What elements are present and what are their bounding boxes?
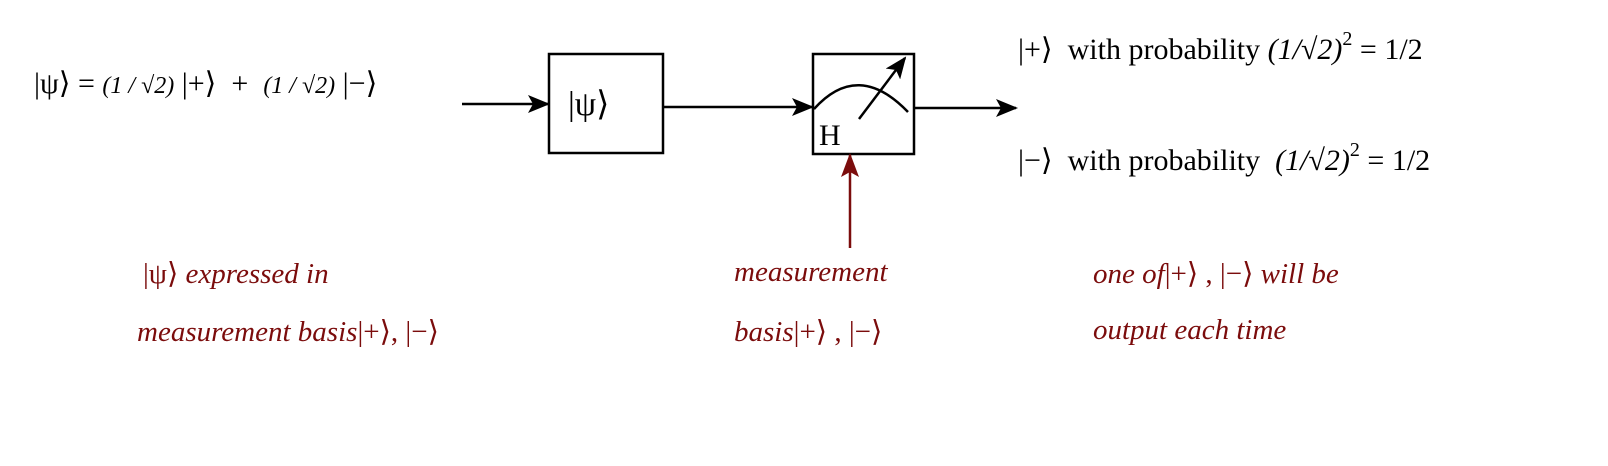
state-box [547,52,665,155]
outcome-text: with probability [1067,33,1261,66]
psi-ket: |ψ⟩ [143,258,179,290]
annotation-left-line1: |ψ⟩ expressed in [143,256,329,291]
basis-kets: |+⟩, |−⟩ [357,316,439,348]
coefficient-minus: (1 / √2) [263,73,336,99]
ket-plus: |+⟩ [181,67,217,100]
annotation-middle-line2: basis|+⟩ , |−⟩ [734,314,882,349]
annotation-text: basis [734,316,794,348]
annotation-text: will be [1260,258,1339,290]
outcome-exponent: 2 [1342,28,1353,50]
input-equation: |ψ⟩ = (1 / √2) |+⟩ + (1 / √2) |−⟩ [34,66,377,101]
annotation-right-line1: one of|+⟩ , |−⟩ will be [1093,256,1339,291]
meter-icon [813,56,909,120]
outcome-amplitude: (1/√2) [1275,144,1350,177]
outcome-ket: |+⟩ [1018,33,1053,66]
outcome-exponent: 2 [1349,139,1360,161]
coefficient-plus: (1 / √2) [102,73,175,99]
outcome-amplitude: (1/√2) [1267,33,1343,66]
basis-kets: |+⟩ , |−⟩ [793,316,883,348]
annotation-text: expressed in [185,258,329,290]
annotation-text: one of [1093,258,1165,290]
outcome-minus: |−⟩ with probability (1/√2)2 = 1/2 [1018,140,1431,178]
state-box-label: |ψ⟩ [568,86,610,123]
annotation-left-line2: measurement basis|+⟩, |−⟩ [137,314,439,349]
outcome-plus: |+⟩ with probability (1/√2)2 = 1/2 [1018,29,1423,67]
annotation-right-line2: output each time [1093,314,1287,346]
basis-kets: |+⟩ , |−⟩ [1164,258,1254,290]
annotation-text: measurement basis [137,316,358,348]
plus-sign: + [231,67,249,100]
outcome-text: with probability [1067,144,1261,177]
annotation-middle-line1: measurement [734,256,888,288]
measurement-box [811,52,916,156]
ket-minus: |−⟩ [342,67,378,100]
outcome-result: = 1/2 [1359,33,1423,66]
equation-lhs: |ψ⟩ = [34,67,95,100]
outcome-result: = 1/2 [1367,144,1431,177]
measurement-box-label: H [819,119,841,152]
outcome-ket: |−⟩ [1018,144,1053,177]
